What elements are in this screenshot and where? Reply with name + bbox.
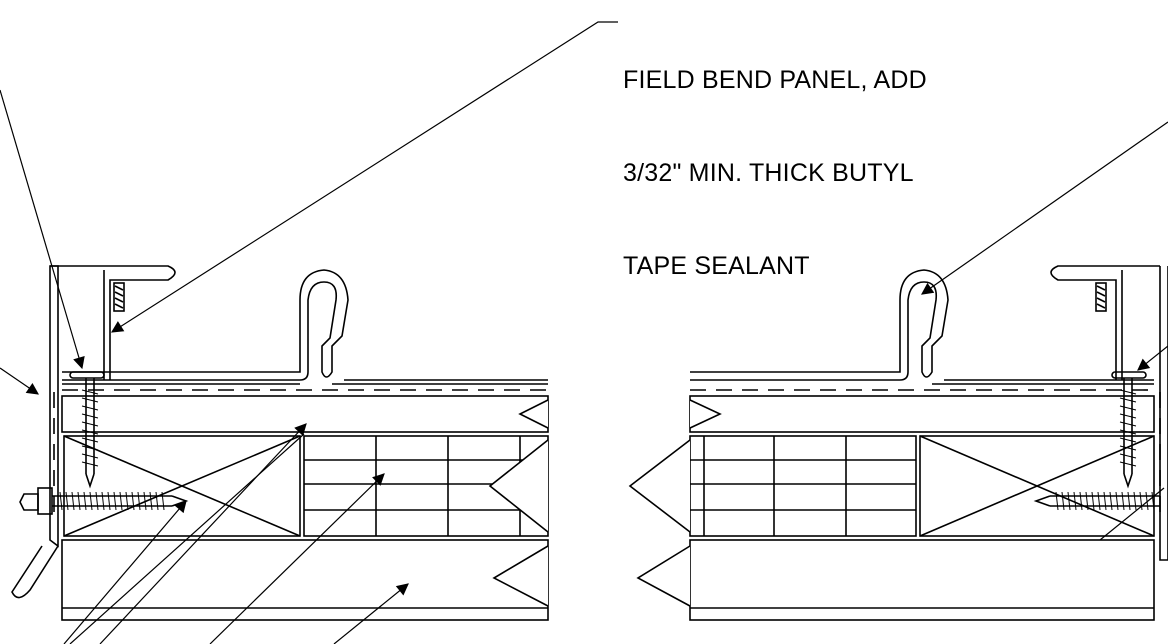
leader-fastener-left [0,89,85,370]
left-top-hem [104,265,176,380]
right-sealant-tape [1095,282,1107,312]
leader-seam-right [921,121,1168,295]
right-wood-nailer [919,435,1155,537]
leader-lines [0,21,1168,644]
leader-field-bend-panel [110,21,618,333]
left-drip-hem [11,545,59,599]
right-cover-board [689,395,1155,433]
right-edge-detail [628,265,1168,621]
leader-nailer [69,433,305,644]
callout-line-2: 3/32" MIN. THICK BUTYL [623,159,914,187]
right-standing-seam-panel [690,269,949,381]
right-fastener-washer [1111,371,1147,379]
left-sealant-tape [113,282,125,312]
leader-insulation [209,473,385,644]
leader-right-nailer [1099,487,1165,541]
callout-line-3: TAPE SEALANT [623,252,810,280]
callout-note-field-bend-panel: FIELD BEND PANEL, ADD 3/32" MIN. THICK B… [623,3,927,313]
left-fastener-washer [69,371,105,379]
right-edge-metal [1159,266,1168,561]
left-edge-detail [11,265,549,621]
leader-fastener-right [1137,345,1168,371]
left-wood-nailer [63,435,301,537]
left-cover-board [61,395,549,433]
leader-edge-left [0,367,39,395]
right-insulation [689,435,917,537]
leader-deck [333,583,409,644]
callout-line-1: FIELD BEND PANEL, ADD [623,66,927,94]
left-standing-seam-panel [62,269,349,381]
leader-cover-board [99,423,307,644]
leader-screw [63,500,187,644]
right-top-hem [1050,265,1160,380]
